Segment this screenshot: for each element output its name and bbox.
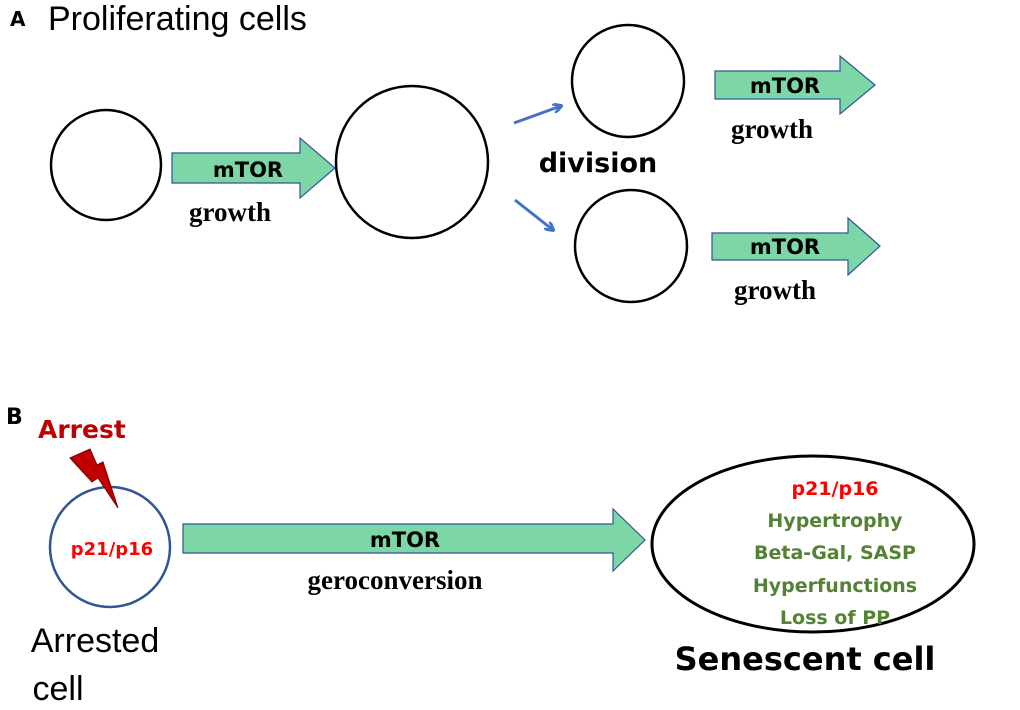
geroconversion-arrow (182, 507, 646, 573)
panel-b-letter: B (6, 405, 23, 430)
panel-a-letter: A (10, 7, 26, 31)
small-cell (49, 108, 163, 222)
panel-a-title: Proliferating cells (48, 0, 307, 38)
division-arrow-up (513, 106, 561, 125)
mtor-arrow-top-label: mTOR (750, 74, 820, 98)
growth-caption-main: growth (189, 197, 271, 227)
senescent-cell (650, 454, 976, 634)
senescent-feature: Loss of PP (780, 607, 890, 629)
division-label: division (539, 148, 658, 179)
growth-caption-top: growth (731, 114, 813, 144)
senescent-feature: Hypertrophy (767, 510, 903, 532)
mtor-arrow-main-label: mTOR (213, 158, 283, 182)
geroconversion-caption: geroconversion (308, 565, 483, 595)
arrested-cell-label-line2: cell (32, 670, 83, 708)
senescent-cell-label: Senescent cell (675, 640, 936, 678)
growth-caption-bottom: growth (734, 275, 816, 305)
senescent-feature: Beta-Gal, SASP (754, 542, 916, 564)
arrested-cell-label-line1: Arrested (31, 622, 160, 660)
arrested-cell-marker: p21/p16 (71, 539, 153, 560)
arrest-label: Arrest (38, 415, 126, 444)
senescent-feature: Hyperfunctions (753, 575, 917, 597)
geroconversion-arrow-label: mTOR (370, 528, 440, 552)
mtor-arrow-bottom (711, 216, 881, 277)
senescent-marker: p21/p16 (791, 478, 878, 500)
mtor-arrow-top (714, 54, 876, 116)
mtor-arrow-main (171, 136, 336, 200)
daughter-cell-bottom (573, 188, 689, 304)
lightning-bolt-icon (69, 448, 119, 509)
mtor-arrow-bottom-label: mTOR (750, 235, 820, 259)
large-cell (334, 84, 490, 240)
daughter-cell-top (570, 23, 686, 139)
division-arrow-down (514, 198, 553, 230)
